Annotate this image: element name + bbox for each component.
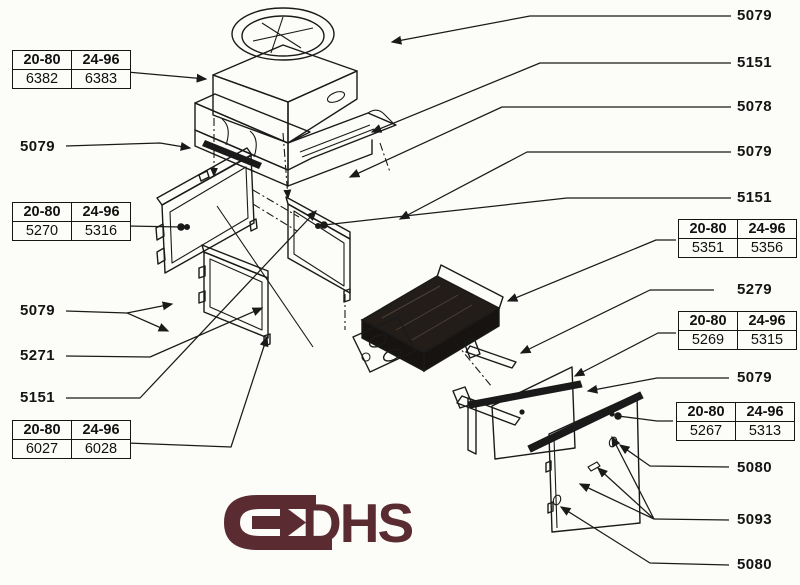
fan-blades-icon (252, 16, 314, 54)
leader-table-5351 (506, 239, 676, 302)
leader-5093-2 (611, 435, 655, 520)
callout-5151: 5151 (737, 189, 772, 206)
callout-5080: 5080 (737, 459, 772, 476)
blower-scroll-housing (194, 93, 397, 171)
back-panel-lower (527, 391, 644, 533)
blower-unit (212, 7, 358, 144)
part-number: 6383 (71, 69, 131, 89)
leader-table-6027 (126, 335, 269, 448)
parts-table-bottom-left: 20-80 24-96 6027 6028 (12, 420, 131, 459)
dhs-logo: DHS (224, 492, 414, 554)
logo-right-arrow-icon (252, 503, 306, 542)
leader-5093-1 (596, 467, 655, 520)
leader-table-6382 (126, 71, 208, 83)
filter-frame-right (285, 196, 351, 303)
col-header: 20-80 (678, 311, 738, 331)
callout-5079: 5079 (737, 143, 772, 160)
col-header: 20-80 (12, 202, 72, 222)
leader-5151-a (370, 62, 731, 133)
col-header: 24-96 (737, 311, 797, 331)
leader-5093-stem (653, 518, 730, 521)
leader-table-5267 (614, 412, 673, 422)
coil-end-plate (352, 316, 416, 373)
coil-flange (436, 264, 504, 310)
leader-5079-top (390, 15, 731, 45)
parts-table-top-left: 20-80 24-96 6382 6383 (12, 50, 131, 89)
parts-table-right-lower: 20-80 24-96 5267 5313 (676, 402, 795, 441)
part-number: 5267 (676, 421, 736, 441)
part-number: 5356 (737, 238, 797, 258)
callout-5151: 5151 (20, 389, 55, 406)
leader-5093-3 (578, 483, 655, 520)
part-number: 5313 (735, 421, 795, 441)
parts-table-mid-left: 20-80 24-96 5270 5316 (12, 202, 131, 241)
part-number: 5270 (12, 221, 72, 241)
leader-table-5269 (573, 332, 676, 377)
part-number: 5269 (678, 330, 738, 350)
leader-5079-left-b2 (126, 312, 170, 332)
logo-text: DHS (302, 492, 412, 554)
leader-5079-left-b1 (126, 301, 174, 314)
col-header: 20-80 (12, 420, 72, 440)
leader-table-5270 (126, 223, 185, 231)
col-header: 20-80 (12, 50, 72, 70)
leader-5279 (519, 289, 714, 354)
callout-5079: 5079 (20, 302, 55, 319)
leader-5079-left-b-stem (65, 310, 128, 314)
leader-5080-b (559, 506, 730, 566)
leader-5151-left (66, 209, 317, 399)
callout-5079: 5079 (737, 369, 772, 386)
part-number: 6028 (71, 439, 131, 459)
col-header: 20-80 (678, 219, 738, 239)
leader-5079-b (398, 151, 731, 220)
leader-5079-left-a (65, 142, 192, 151)
part-number: 6027 (12, 439, 72, 459)
logo-bracket-icon (224, 495, 332, 550)
leader-5080-a (618, 444, 730, 468)
leader-lines-right (320, 15, 731, 566)
part-number: 6382 (12, 69, 72, 89)
col-header: 20-80 (676, 402, 736, 422)
callout-5079: 5079 (20, 138, 55, 155)
drain-pan (194, 129, 373, 187)
col-header: 24-96 (737, 219, 797, 239)
callout-5080: 5080 (737, 556, 772, 573)
callout-5271: 5271 (20, 347, 55, 364)
callout-5078: 5078 (737, 98, 772, 115)
leader-lines-left (65, 71, 317, 448)
part-number: 5351 (678, 238, 738, 258)
col-header: 24-96 (71, 202, 131, 222)
leader-5079-c (586, 377, 729, 394)
part-number: 5315 (737, 330, 797, 350)
callout-5151: 5151 (737, 54, 772, 71)
callout-5279: 5279 (737, 281, 772, 298)
col-header: 24-96 (71, 420, 131, 440)
col-header: 24-96 (735, 402, 795, 422)
col-header: 24-96 (71, 50, 131, 70)
parts-table-right-upper: 20-80 24-96 5351 5356 (678, 219, 797, 258)
callout-5079: 5079 (737, 7, 772, 24)
back-panel-upper (467, 366, 583, 460)
alignment-centerlines (210, 118, 493, 388)
filter-frame-left (155, 147, 258, 274)
callout-5093: 5093 (737, 511, 772, 528)
leader-5151-b (320, 197, 731, 229)
leader-5271 (65, 307, 264, 358)
coil-filter-block (352, 264, 504, 373)
parts-table-right-middle: 20-80 24-96 5269 5315 (678, 311, 797, 350)
part-number: 5316 (71, 221, 131, 241)
leader-5078 (348, 106, 731, 178)
